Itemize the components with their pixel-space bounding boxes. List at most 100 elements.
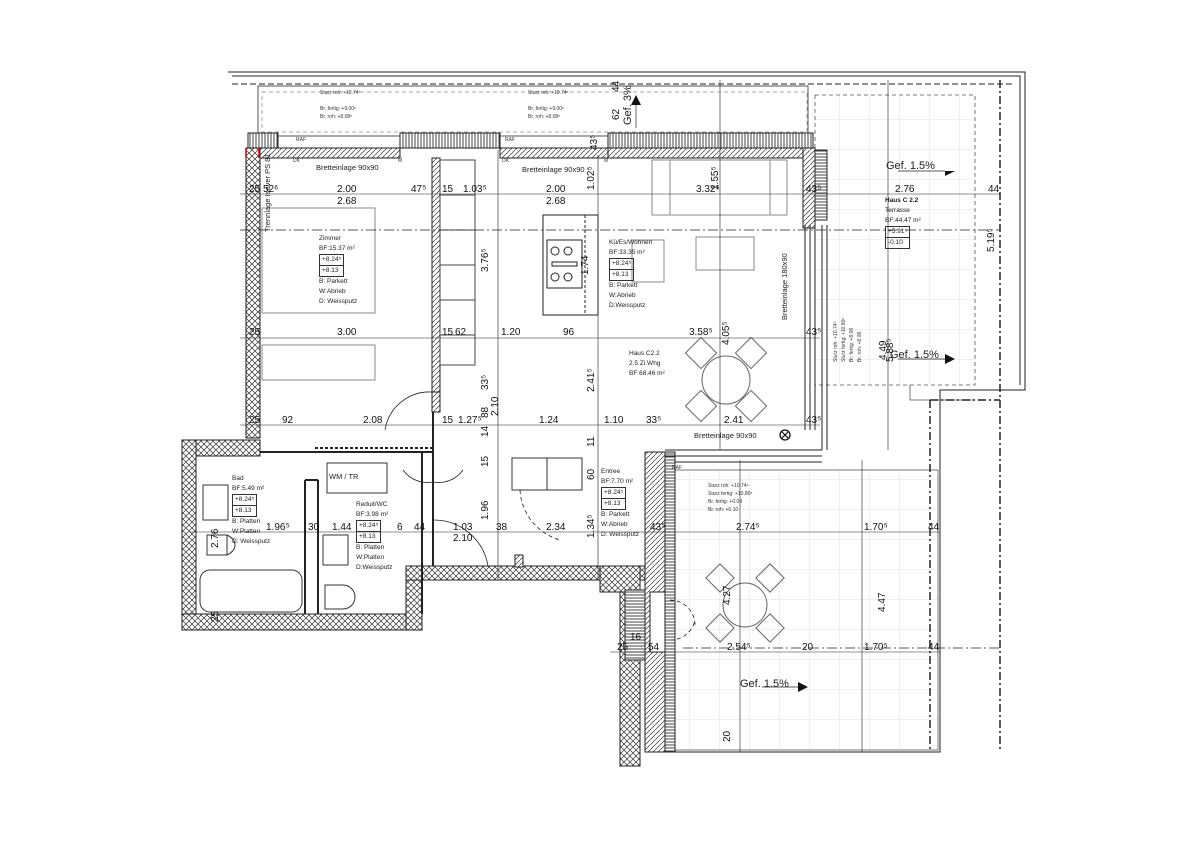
dim-text: 25 — [210, 610, 221, 622]
dim-text: 88 — [480, 406, 491, 418]
dim-text: 2.76 — [895, 184, 915, 195]
dim-text: 54 — [648, 642, 660, 653]
window-note-2: Sturz roh: +10.74⁵ Br. fertig: +9.00⁵ Br… — [528, 90, 569, 120]
dim-text: 62 — [455, 327, 467, 338]
dim-text: 1.70⁵ — [864, 642, 888, 653]
dk-label-2: DK — [502, 158, 509, 164]
terrace-table-icon — [705, 563, 785, 643]
dining-table-icon — [684, 336, 768, 423]
dim-text: 2.08 — [363, 415, 383, 426]
dim-text: 25 — [249, 184, 261, 195]
dim-text: 1.20 — [501, 327, 521, 338]
room-label-reduit-wc: Reduit/WC BF:3.98 m² +8.24⁵+8.13 B: Plat… — [356, 501, 393, 572]
dim-text: 25 — [249, 415, 261, 426]
dim-text: 1.02⁵ — [586, 166, 597, 190]
unit-summary-label: Haus C2.2 2.5 Zi.Whg BF:68.46 m² — [629, 350, 665, 378]
window-note-4: Sturz roh: +10.74⁵ Sturz fertig: +10.80⁵… — [833, 317, 863, 362]
dim-text: 2.68 — [337, 196, 357, 207]
dim-text: 2.74⁵ — [736, 522, 760, 533]
dim-text: 2.00 — [546, 184, 566, 195]
dim-text: 33⁵ — [646, 415, 662, 426]
dim-text: 2.10 — [490, 396, 501, 416]
dim-text: 44 — [611, 80, 622, 92]
room-label-zimmer: Zimmer BF:15.37 m² +8.24⁵+8.13 B: Parket… — [319, 235, 358, 306]
dim-text: 14 — [480, 425, 491, 437]
bretteinlage-vertical-label: Bretteinlage 180x90 — [780, 253, 789, 320]
dim-text: 1.34⁵ — [586, 514, 597, 538]
dim-text: 2.54⁵ — [727, 642, 751, 653]
dim-text: 44 — [928, 642, 940, 653]
dim-text: 43⁵ — [806, 184, 822, 195]
terrace-top-paving — [815, 95, 975, 385]
bretteinlage-label-3: Bretteinlage 90x90 — [694, 431, 757, 440]
dim-text: 5.88⁵ — [885, 338, 896, 362]
room-label-entree: Entree BF:7.70 m² +8.24⁵+8.13 B: Parkett… — [601, 468, 640, 539]
dim-text: 25 — [617, 642, 629, 653]
dim-text: 11 — [586, 436, 597, 447]
dim-text: 15 — [442, 327, 454, 338]
slope-terrace-mid-label: Gef. 1.5% — [890, 349, 939, 361]
dim-text: 15 — [480, 455, 491, 467]
dim-text: 15 — [442, 415, 454, 426]
terrace-bottom-paving — [668, 470, 938, 750]
dim-text: 2.68 — [546, 196, 566, 207]
dim-text: 43⁵ — [589, 134, 600, 150]
wm-tr-label: WM / TR — [329, 472, 359, 481]
dim-text: 43⁵ — [650, 522, 666, 533]
raf-label-3: RAF — [672, 465, 682, 471]
dim-text: 44 — [928, 522, 940, 533]
dim-text: 2.00 — [337, 184, 357, 195]
dim-text: 2.41⁵ — [586, 368, 597, 392]
dim-text: 43⁵ — [806, 327, 822, 338]
raf-label-2: RAF — [505, 137, 515, 143]
dim-text: 33⁵ — [480, 374, 491, 390]
dim-text: 3.32⁵ — [696, 184, 720, 195]
dim-text: 52⁶ — [263, 184, 279, 195]
dim-text: 92 — [282, 415, 294, 426]
m-label-2: M — [604, 158, 609, 164]
dim-text: 4.05⁵ — [721, 321, 732, 345]
dim-text: 1.55⁵ — [710, 166, 721, 190]
dim-text: 4.47 — [877, 592, 888, 612]
slope-top-label: Gef. 3% — [622, 85, 634, 125]
dim-text: 47⁵ — [411, 184, 427, 195]
dim-text: 1.24 — [539, 415, 559, 426]
dim-text: 3.00 — [337, 327, 357, 338]
dim-text: 60 — [586, 468, 597, 480]
dim-text: 1.03⁵ — [463, 184, 487, 195]
dim-text: 1.70⁵ — [864, 522, 888, 533]
dim-text: 20 — [802, 642, 814, 653]
dim-text: 1.27⁵ — [458, 415, 482, 426]
outer-outline — [228, 71, 1026, 753]
dim-text: 25 — [249, 327, 261, 338]
dim-text: 1.03 — [453, 522, 473, 533]
dim-text: 1.44 — [332, 522, 352, 533]
dim-text: 16 — [630, 632, 642, 643]
room-label-kueche-wohnen: Kü/Es/Wohnen BF:33.35 m² +8.24⁵+8.13 B: … — [609, 239, 653, 310]
dim-text: 1.10 — [604, 415, 624, 426]
m-label-1: M — [398, 158, 403, 164]
column-symbol-icon — [779, 429, 791, 441]
dim-text: 2.76 — [210, 528, 221, 548]
slope-terrace-bottom-label: Gef. 1.5% — [740, 678, 789, 690]
dim-text: 2.41 — [724, 415, 744, 426]
room-label-bad: Bad BF:5.49 m² +8.24⁵+8.13 B: Platten W:… — [232, 475, 271, 546]
dim-text: 44 — [988, 184, 1000, 195]
dim-text: 6 — [397, 522, 403, 533]
dim-text: 5.19⁵ — [986, 228, 997, 252]
dim-text: 43⁵ — [806, 415, 822, 426]
window-note-1: Sturz roh: +10.74⁵ Br. fertig: +9.00⁵ Br… — [320, 90, 361, 120]
dim-text: 1.74 — [580, 255, 591, 275]
dim-text: 30 — [308, 522, 320, 533]
room-label-terrasse: Haus C 2.2 Terrasse BF:44.47 m² +5.91⁵-0… — [885, 196, 921, 250]
dim-text: 2.34 — [546, 522, 566, 533]
dim-text: 2.10 — [453, 533, 473, 544]
bretteinlage-label-2: Bretteinlage 90x90 — [522, 165, 585, 174]
dim-text: 20 — [722, 730, 733, 742]
bretteinlage-label-1: Bretteinlage 90x90 — [316, 163, 379, 172]
dk-label-1: DK — [293, 158, 300, 164]
dim-text: 3.76⁵ — [480, 248, 491, 272]
raf-label-1: RAF — [296, 137, 306, 143]
dim-text: 15 — [442, 184, 454, 195]
dim-text: 38 — [496, 522, 508, 533]
